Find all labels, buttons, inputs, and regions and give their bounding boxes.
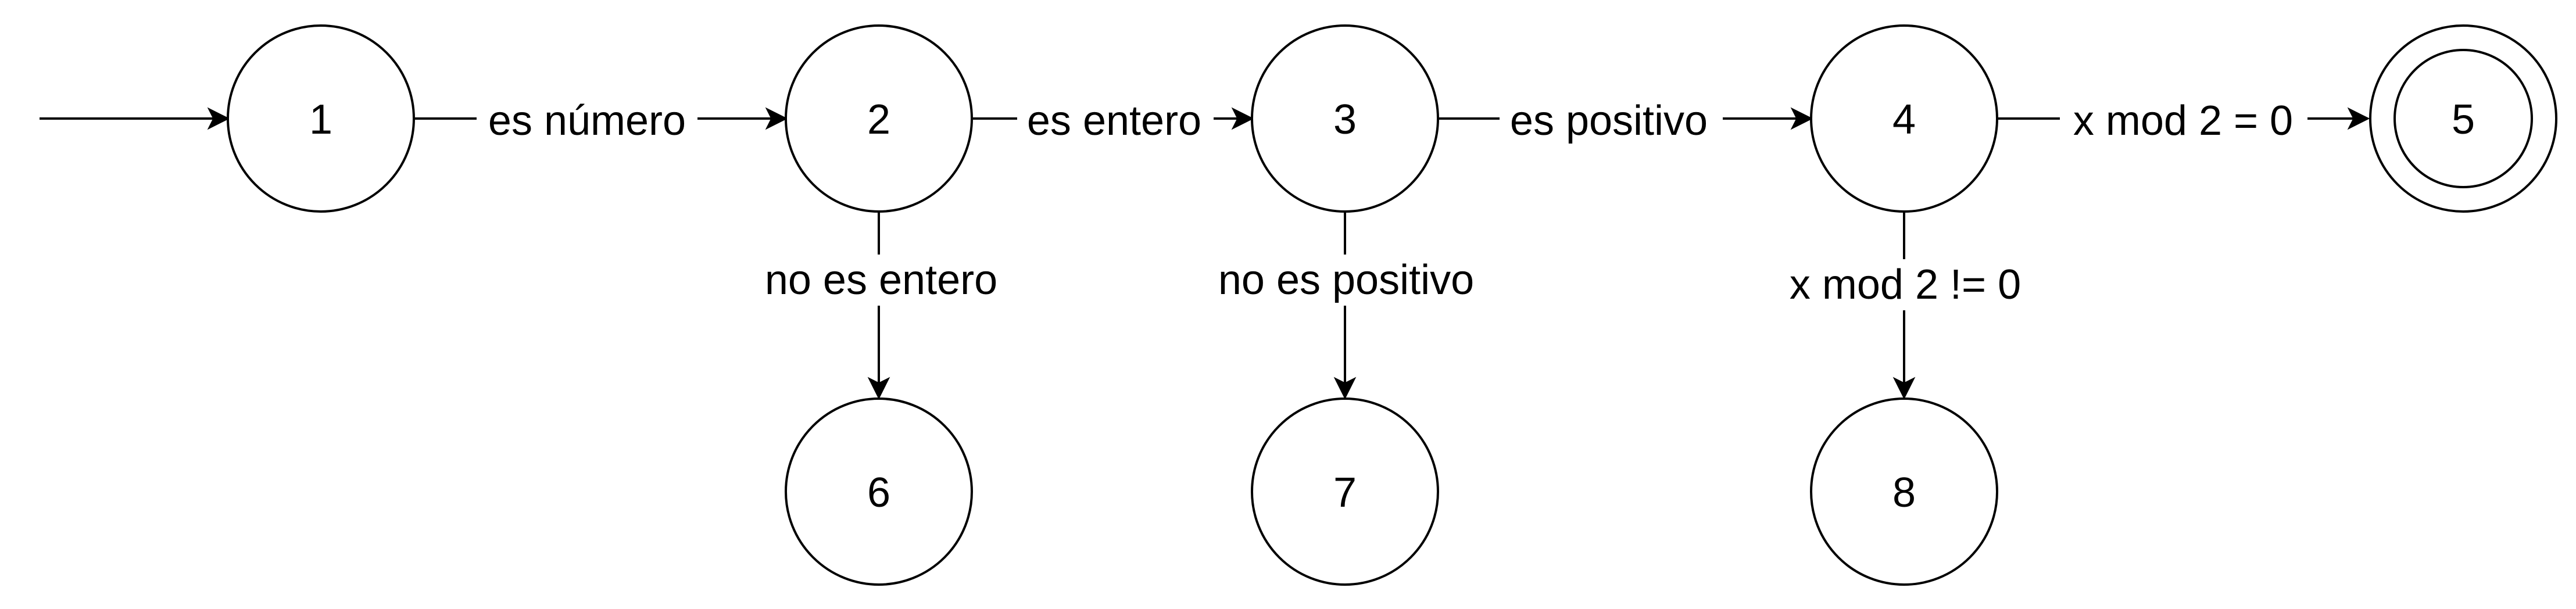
transition-4-to-8: x mod 2 != 0	[1767, 213, 2039, 400]
transition-label-2-6: no es entero	[765, 257, 997, 303]
state-label-6: 6	[867, 470, 890, 516]
accepting-inner-ring	[2393, 49, 2533, 188]
transition-label-2-3: es entero	[1027, 98, 1201, 144]
state-label-7: 7	[1333, 470, 1357, 516]
transition-label-1-2: es número	[488, 98, 686, 144]
state-1: 1	[227, 24, 415, 213]
state-label-1: 1	[309, 96, 332, 143]
state-5-accepting: 5	[2369, 24, 2557, 213]
transition-3-to-7: no es positivo	[1200, 213, 1493, 400]
state-label-2: 2	[867, 96, 890, 143]
state-8: 8	[1810, 397, 1998, 586]
state-4: 4	[1810, 24, 1998, 213]
state-3: 3	[1251, 24, 1439, 213]
transition-4-to-5: x mod 2 = 0	[1998, 94, 2370, 144]
transition-label-4-5: x mod 2 = 0	[2073, 98, 2293, 144]
state-label-4: 4	[1892, 96, 1916, 143]
state-2: 2	[785, 24, 973, 213]
transition-3-to-4: es positivo	[1439, 94, 1813, 144]
transition-1-to-2: es número	[415, 94, 788, 144]
state-label-8: 8	[1892, 470, 1916, 516]
state-label-3: 3	[1333, 96, 1357, 143]
transition-label-4-8: x mod 2 != 0	[1790, 261, 2021, 308]
transition-label-3-4: es positivo	[1510, 98, 1708, 144]
state-6: 6	[785, 397, 973, 586]
transition-2-to-3: es entero	[973, 94, 1254, 144]
start-arrow	[40, 107, 230, 130]
state-7: 7	[1251, 397, 1439, 586]
transition-label-3-7: no es positivo	[1218, 257, 1474, 303]
state-label-5: 5	[2452, 96, 2475, 143]
transition-2-to-6: no es entero	[746, 213, 1011, 400]
